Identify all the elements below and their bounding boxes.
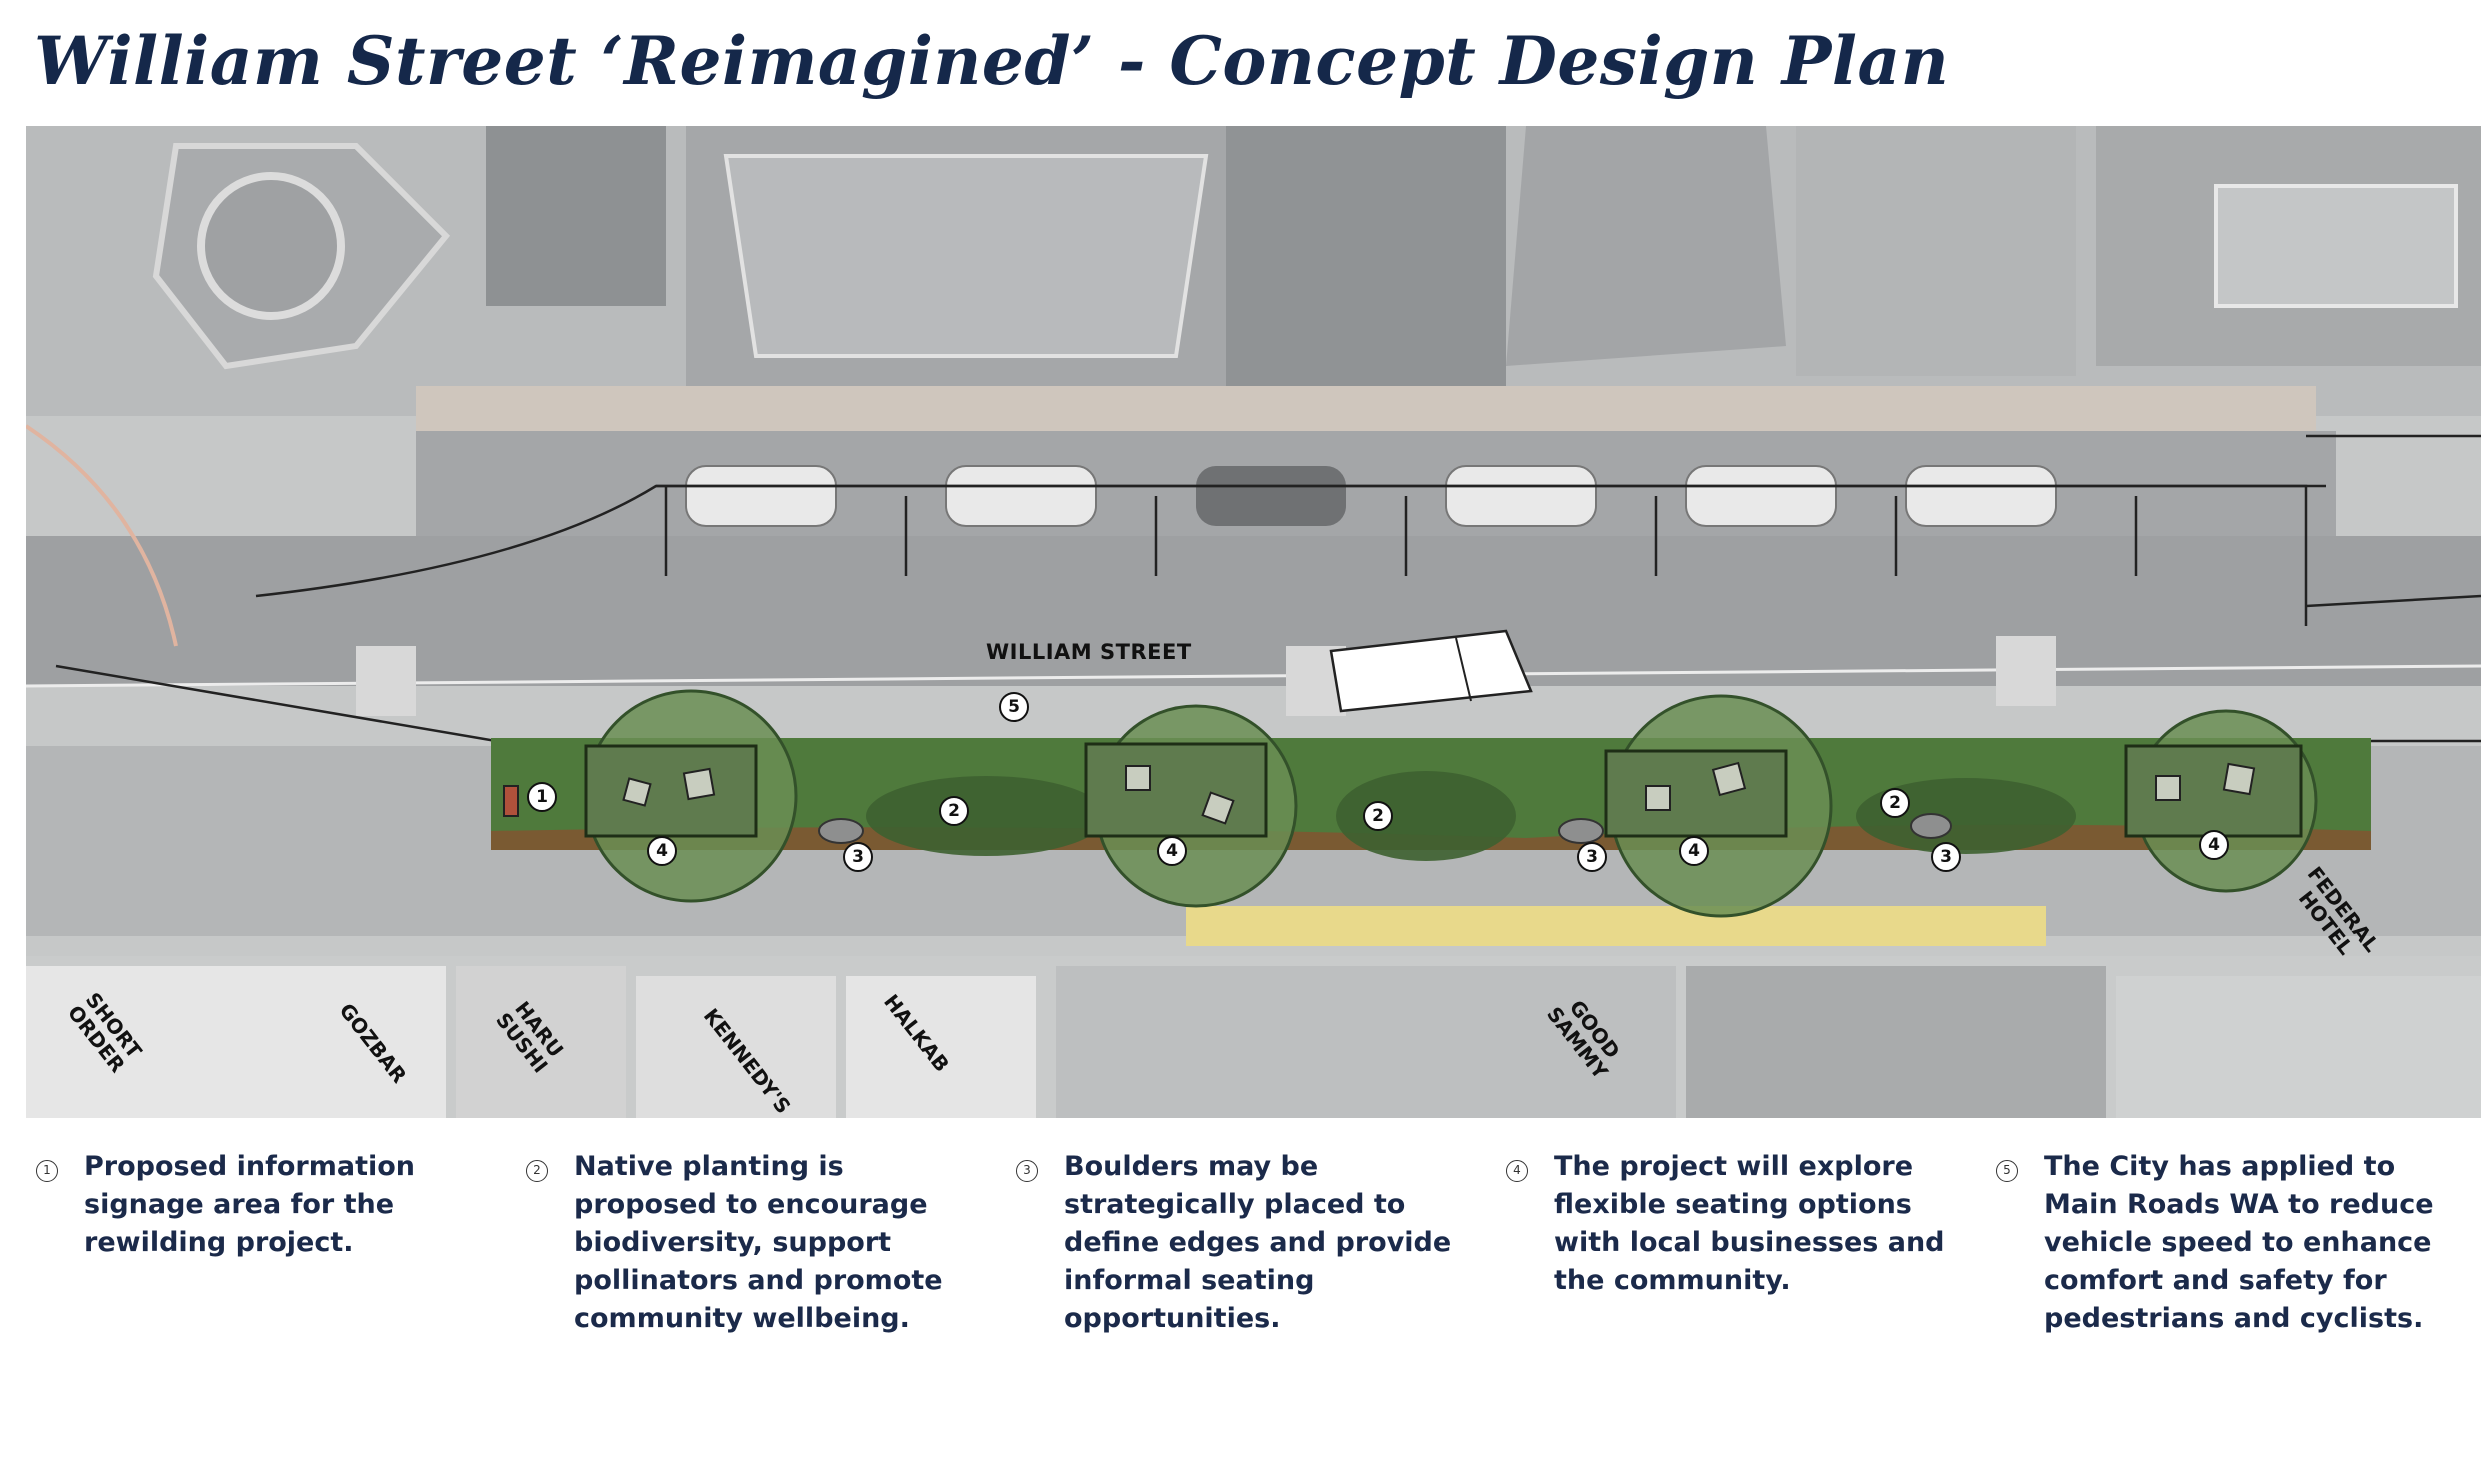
legend-text: The City has applied to Main Roads WA to… [2044, 1151, 2434, 1334]
street-name-label: WILLIAM STREET [986, 640, 1192, 664]
marker-2: 2 [1363, 801, 1393, 831]
legend-number: 1 [36, 1160, 58, 1182]
marker-4: 4 [1157, 836, 1187, 866]
marker-3: 3 [843, 842, 873, 872]
marker-2: 2 [939, 796, 969, 826]
marker-4: 4 [647, 836, 677, 866]
legend-text: Boulders may be strategically placed to … [1064, 1151, 1452, 1334]
marker-4: 4 [2199, 830, 2229, 860]
aerial-plan-drawing [26, 126, 2481, 1118]
legend-text: Proposed information signage area for th… [84, 1151, 416, 1258]
page-title: William Street ‘Reimagined’ - Concept De… [34, 22, 1950, 100]
legend-text: The project will explore flexible seatin… [1554, 1151, 1945, 1296]
marker-2: 2 [1880, 788, 1910, 818]
marker-3: 3 [1577, 842, 1607, 872]
legend: 1 Proposed information signage area for … [0, 1148, 2491, 1448]
legend-number: 4 [1506, 1160, 1528, 1182]
legend-number: 2 [526, 1160, 548, 1182]
legend-number: 3 [1016, 1160, 1038, 1182]
marker-4: 4 [1679, 836, 1709, 866]
marker-1: 1 [527, 782, 557, 812]
legend-number: 5 [1996, 1160, 2018, 1182]
concept-plan: WILLIAM STREET SHORT ORDER GOZBAR HARU S… [26, 126, 2481, 1118]
marker-3: 3 [1931, 842, 1961, 872]
marker-5: 5 [999, 692, 1029, 722]
legend-text: Native planting is proposed to encourage… [574, 1151, 943, 1334]
